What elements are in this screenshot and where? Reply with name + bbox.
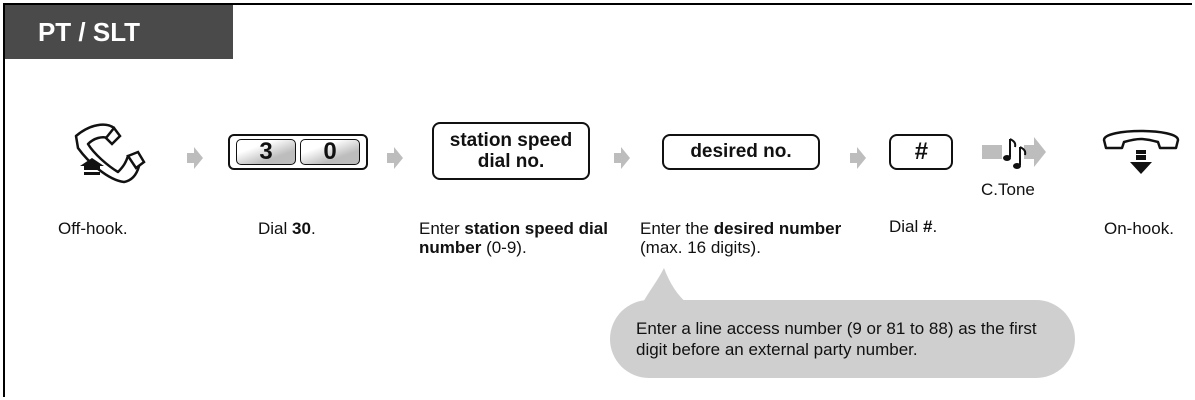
section-title: PT / SLT	[37, 17, 141, 47]
off-hook-handset-icon	[74, 123, 146, 184]
on-hook-handset-icon	[1102, 129, 1180, 174]
station-speed-key-line2: dial no.	[477, 151, 545, 172]
dial-30-keys: 3 0	[228, 134, 368, 170]
caption-desired-number: Enter the desired number (max. 16 digits…	[640, 219, 842, 257]
caption-dial-30: Dial 30.	[258, 219, 316, 238]
note-bubble-pointer	[642, 268, 688, 304]
caption-on-hook: On-hook.	[1104, 219, 1174, 238]
confirmation-tone-label: C.Tone	[981, 180, 1035, 199]
key-3: 3	[259, 138, 273, 165]
caption-dial-hash: Dial #.	[889, 217, 938, 236]
caption-station-speed-dial: Enter station speed dial number (0-9).	[419, 219, 608, 257]
hash-key: #	[889, 134, 953, 170]
section-tab: PT / SLT	[5, 5, 233, 59]
station-speed-dial-key: station speed dial no.	[432, 122, 590, 180]
arrow-right-icon	[850, 147, 866, 169]
key-3-face	[236, 139, 296, 165]
desired-number-key: desired no.	[662, 134, 820, 170]
key-0: 0	[323, 138, 337, 165]
note-text: Enter a line access number (9 or 81 to 8…	[636, 319, 1037, 359]
arrow-right-icon	[187, 147, 203, 169]
arrow-right-icon	[614, 147, 630, 169]
arrow-right-icon	[387, 147, 403, 169]
caption-off-hook: Off-hook.	[58, 219, 128, 238]
key-0-face	[300, 139, 360, 165]
note-bubble	[610, 300, 1075, 378]
dial-keys-frame	[228, 134, 368, 170]
content-frame	[3, 3, 1192, 397]
confirmation-tone-icon	[982, 137, 1046, 169]
station-speed-key-line1: station speed	[449, 130, 573, 151]
